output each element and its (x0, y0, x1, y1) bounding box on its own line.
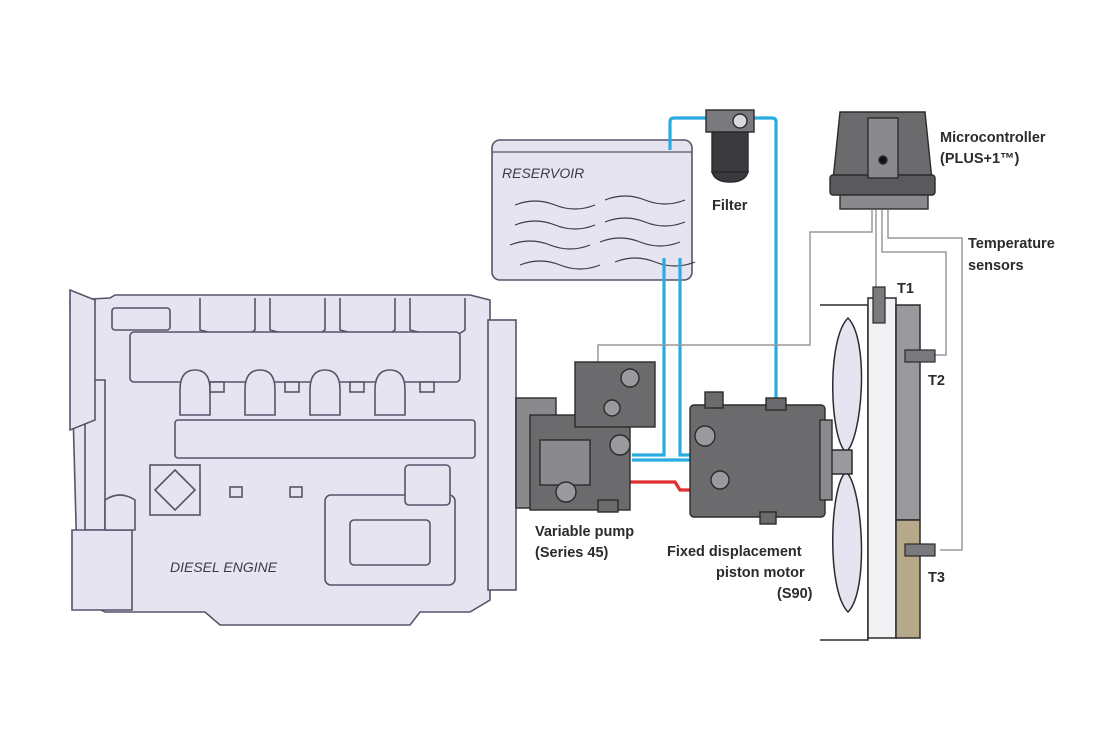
filter-label: Filter (712, 198, 748, 214)
microcontroller-label-line1: Microcontroller (940, 130, 1046, 146)
temperature-sensors-label-line1: Temperature (968, 236, 1055, 252)
piston-motor (689, 391, 833, 525)
motor-label-line2: piston motor (716, 565, 805, 581)
t3-label: T3 (928, 570, 945, 586)
variable-pump (515, 361, 656, 513)
hydraulic-lines (632, 116, 778, 462)
pressure-line (630, 480, 692, 492)
reservoir-label: RESERVOIR (502, 165, 584, 181)
diesel-engine (69, 288, 517, 626)
motor-label-line3: (S90) (777, 586, 813, 602)
diesel-engine-label: DIESEL ENGINE (170, 559, 278, 575)
motor-label-line1: Fixed displacement (667, 544, 802, 560)
sensor-t2 (904, 349, 936, 363)
temperature-sensors-label-line2: sensors (968, 258, 1024, 274)
t2-label: T2 (928, 373, 945, 389)
sensor-t1 (872, 286, 886, 324)
microcontroller-label-line2: (PLUS+1™) (940, 151, 1020, 167)
pump-label-line1: Variable pump (535, 524, 634, 540)
filter (705, 109, 755, 183)
sensor-t3 (904, 543, 936, 557)
pump-label-line2: (Series 45) (535, 545, 609, 561)
cooling-fan (829, 316, 863, 614)
sensor-wires (597, 210, 963, 551)
microcontroller (829, 111, 936, 210)
radiator (820, 297, 921, 641)
reservoir-tank (491, 139, 696, 281)
t1-label: T1 (897, 281, 914, 297)
